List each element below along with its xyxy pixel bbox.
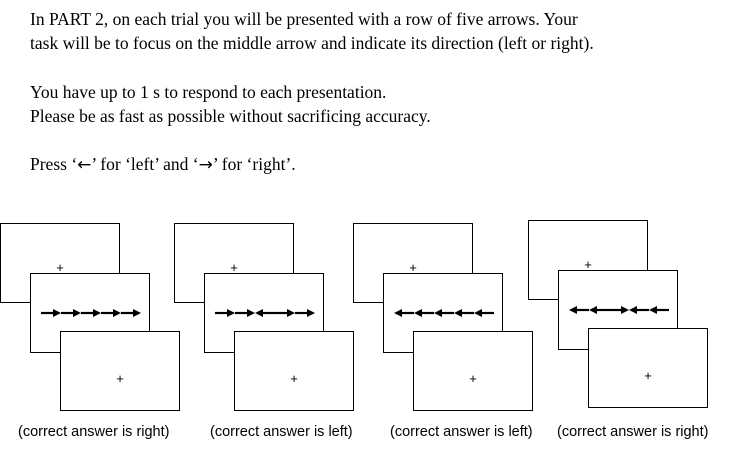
instruction-line-5: Press ‘←’ for ‘left’ and ‘→’ for ‘right’… <box>30 152 296 177</box>
right-arrow-icon <box>121 309 141 317</box>
answer-caption: (correct answer is left) <box>390 424 533 440</box>
right-arrow-icon <box>609 306 629 314</box>
fixation-cross: + <box>116 371 124 386</box>
right-arrow-icon <box>41 309 61 317</box>
right-arrow-icon <box>295 309 315 317</box>
answer-caption: (correct answer is left) <box>210 424 353 440</box>
left-arrow-icon <box>434 309 454 317</box>
arrow-row <box>215 305 315 321</box>
answer-caption: (correct answer is right) <box>18 424 170 440</box>
left-arrow-key-icon: ← <box>77 155 92 175</box>
fixation-cross: + <box>409 260 417 275</box>
fixation-frame-after: + <box>588 328 708 408</box>
for-left-text: ’ for ‘left’ and ‘ <box>91 154 199 174</box>
for-right-text: ’ for ‘right’. <box>212 154 296 174</box>
left-arrow-icon <box>629 306 649 314</box>
fixation-cross: + <box>290 371 298 386</box>
fixation-frame-after: + <box>413 331 533 411</box>
left-arrow-icon <box>454 309 474 317</box>
fixation-frame-after: + <box>234 331 354 411</box>
left-arrow-icon <box>569 306 589 314</box>
left-arrow-icon <box>255 309 275 317</box>
arrow-row <box>569 302 669 318</box>
answer-caption: (correct answer is right) <box>557 424 709 440</box>
instruction-line-2: task will be to focus on the middle arro… <box>30 33 594 53</box>
right-arrow-icon <box>101 309 121 317</box>
right-arrow-icon <box>235 309 255 317</box>
right-arrow-key-icon: → <box>198 155 213 175</box>
fixation-cross: + <box>644 368 652 383</box>
instruction-line-1: In PART 2, on each trial you will be pre… <box>30 9 578 29</box>
left-arrow-icon <box>649 306 669 314</box>
right-arrow-icon <box>61 309 81 317</box>
left-arrow-icon <box>474 309 494 317</box>
right-arrow-icon <box>275 309 295 317</box>
instruction-line-3: You have up to 1 s to respond to each pr… <box>30 82 387 102</box>
arrow-row <box>394 305 494 321</box>
fixation-cross: + <box>230 260 238 275</box>
arrow-row <box>41 305 141 321</box>
fixation-cross: + <box>584 257 592 272</box>
left-arrow-icon <box>589 306 609 314</box>
left-arrow-icon <box>414 309 434 317</box>
left-arrow-icon <box>394 309 414 317</box>
fixation-frame-after: + <box>60 331 180 411</box>
fixation-cross: + <box>469 371 477 386</box>
right-arrow-icon <box>81 309 101 317</box>
press-text: Press ‘ <box>30 154 78 174</box>
instruction-line-4: Please be as fast as possible without sa… <box>30 106 431 126</box>
fixation-cross: + <box>56 260 64 275</box>
right-arrow-icon <box>215 309 235 317</box>
